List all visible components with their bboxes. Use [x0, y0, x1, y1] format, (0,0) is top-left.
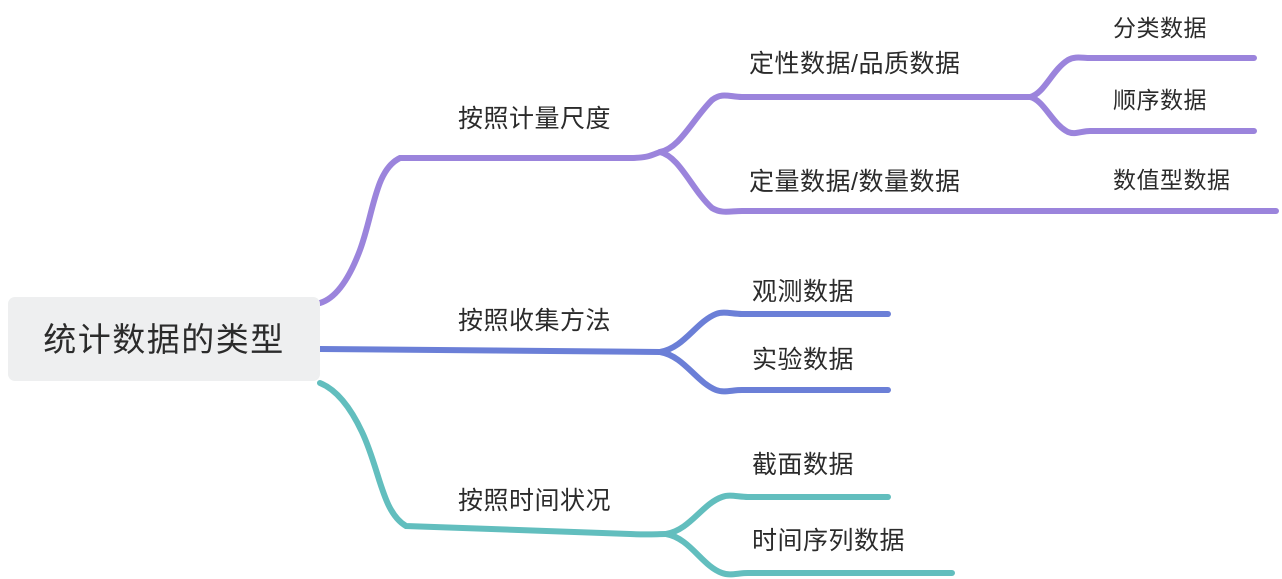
node-label-measurement-scale[interactable]: 按照计量尺度 [458, 105, 612, 133]
node-label-time-status[interactable]: 按照时间状况 [458, 487, 612, 515]
connector-root-to-measure [317, 149, 663, 306]
node-label-time-series-data[interactable]: 时间序列数据 [752, 527, 906, 555]
node-label-categorical-data[interactable]: 分类数据 [1113, 15, 1207, 41]
node-label-numeric-data[interactable]: 数值型数据 [1113, 167, 1231, 193]
node-label-qualitative-data[interactable]: 定性数据/品质数据 [749, 50, 961, 78]
node-label-observed-data[interactable]: 观测数据 [752, 278, 855, 306]
root-node-label: 统计数据的类型 [43, 320, 285, 358]
node-label-cross-section-data[interactable]: 截面数据 [752, 451, 855, 479]
node-label-ordinal-data[interactable]: 顺序数据 [1113, 87, 1207, 113]
connector-root-to-collect [317, 346, 663, 355]
root-node[interactable]: 统计数据的类型 [8, 297, 320, 381]
node-label-collection-method[interactable]: 按照收集方法 [458, 307, 612, 335]
node-label-quantitative-data[interactable]: 定量数据/数量数据 [749, 168, 961, 196]
node-label-experimental-data[interactable]: 实验数据 [752, 346, 855, 374]
connector-measure-to-qualitative [657, 92, 1033, 155]
